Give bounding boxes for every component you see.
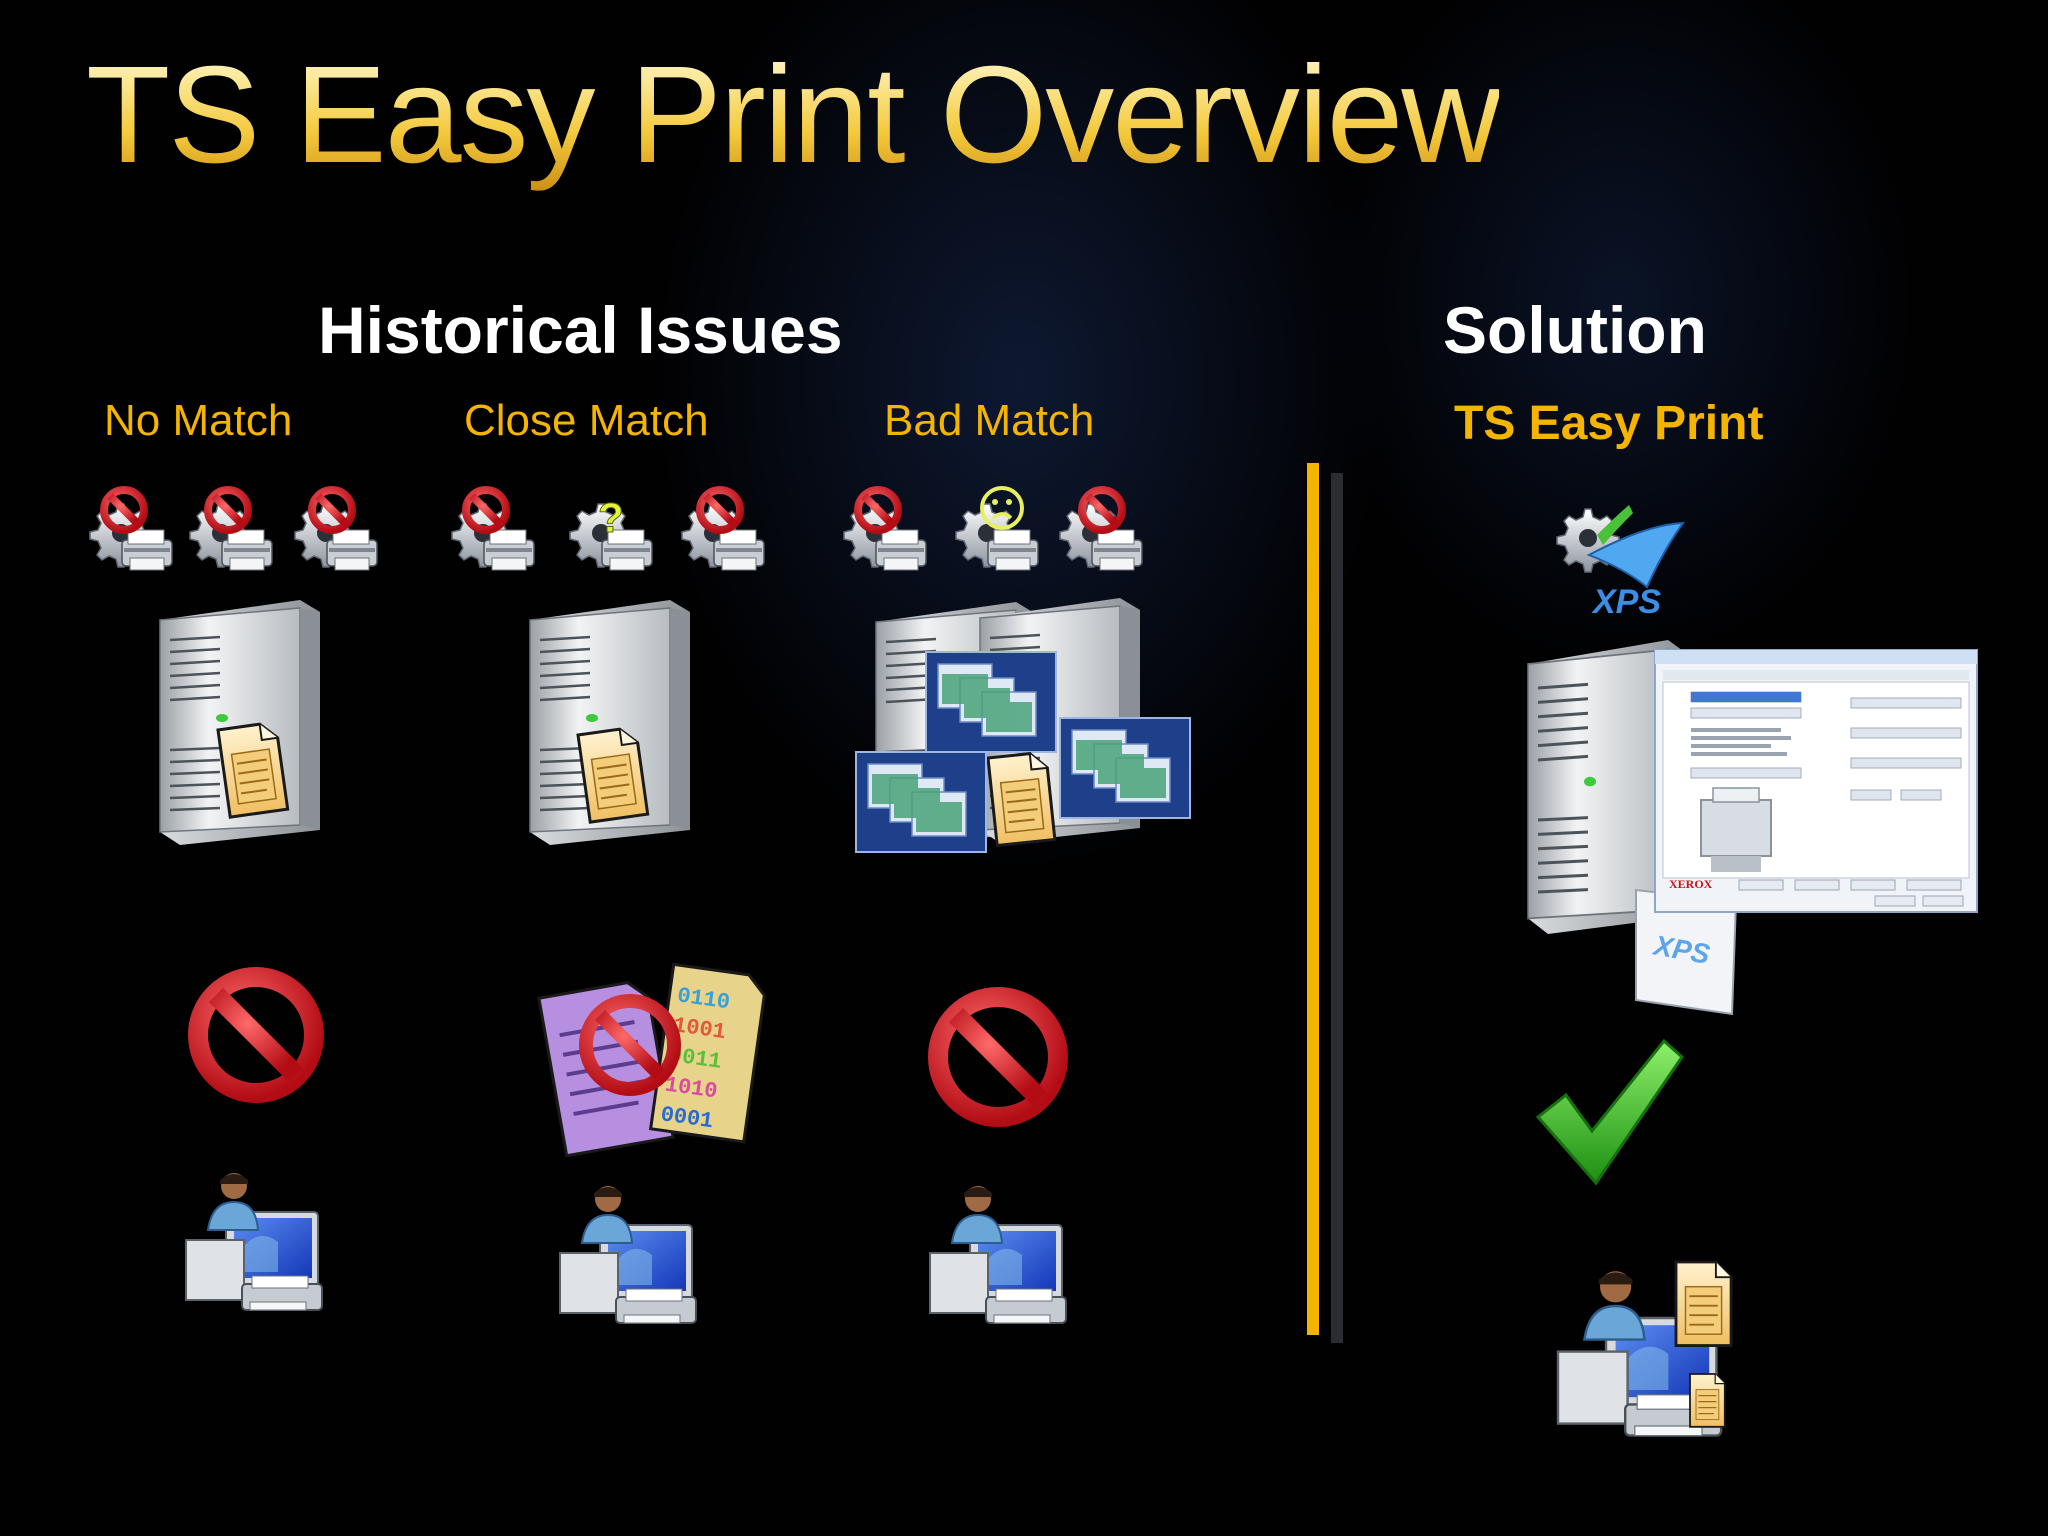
printer-image xyxy=(1700,787,1772,872)
dialog-brand: XEROX xyxy=(1669,877,1713,891)
close-match-label: Close Match xyxy=(464,396,709,445)
user-computer-icon xyxy=(559,1185,697,1324)
document-icon xyxy=(576,725,650,824)
xps-label: XPS xyxy=(1591,583,1661,621)
ts-easy-print-label: TS Easy Print xyxy=(1454,397,1764,450)
server-icon xyxy=(528,598,692,847)
divider-gold xyxy=(1307,463,1319,1335)
frown-icon xyxy=(980,486,1024,530)
slide-title: TS Easy Print Overview xyxy=(86,36,1501,195)
prohibit-icon xyxy=(928,987,1068,1127)
user-computer-icon xyxy=(185,1172,323,1311)
document-icon xyxy=(986,750,1057,848)
bad-match-driver-icons xyxy=(843,486,1143,571)
user-computer-printing-icon xyxy=(1556,1260,1733,1437)
document-icon xyxy=(216,720,290,819)
prohibit-icon xyxy=(579,994,681,1096)
server-icon xyxy=(158,598,322,847)
prohibit-icon xyxy=(188,967,324,1103)
server-with-windows-icon xyxy=(855,596,1191,853)
app-window-stack xyxy=(855,751,987,853)
bad-match-label: Bad Match xyxy=(884,396,1095,445)
close-match-driver-icons: ? xyxy=(451,480,765,571)
printer-properties-dialog: XEROX xyxy=(1654,649,1978,913)
historical-issues-heading: Historical Issues xyxy=(318,293,843,367)
app-window-stack xyxy=(925,651,1057,753)
document-icon xyxy=(1674,1260,1733,1348)
check-icon xyxy=(1535,1038,1684,1186)
solution-heading: Solution xyxy=(1443,293,1707,367)
app-window-stack xyxy=(1059,717,1191,819)
no-match-label: No Match xyxy=(104,396,293,445)
document-icon xyxy=(1689,1373,1726,1428)
xps-icon: XPS xyxy=(1556,505,1686,621)
divider-gray xyxy=(1331,473,1343,1343)
no-match-driver-icons xyxy=(89,480,378,571)
user-computer-icon xyxy=(929,1185,1067,1324)
question-icon: ? xyxy=(598,494,624,541)
